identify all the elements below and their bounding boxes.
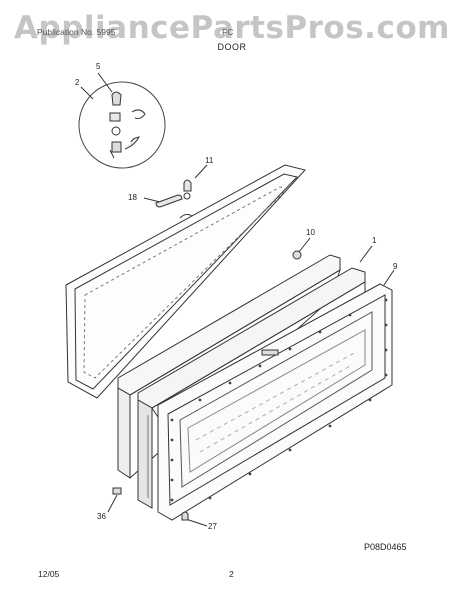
callout-27: 27: [208, 522, 217, 531]
callout-9: 9: [393, 262, 398, 271]
footer-date: 12/05: [38, 569, 60, 579]
publication-number: Publication No. 5995: [37, 27, 116, 37]
hinge-detail-circle: [78, 81, 166, 169]
part-27: [181, 511, 189, 521]
door-outer-panel: [157, 283, 393, 521]
door-frame: [137, 267, 366, 509]
page-title: DOOR: [217, 42, 247, 52]
seal-plug: [292, 250, 302, 260]
callout-1: 1: [372, 236, 377, 245]
callout-18: 18: [128, 193, 137, 202]
callout-10: 10: [306, 228, 315, 237]
model-code: FC: [222, 27, 234, 37]
footer-page-number: 2: [229, 569, 234, 579]
watermark: AppliancePartsPros.com: [14, 10, 450, 46]
callout-2: 2: [75, 78, 80, 87]
door-liner-panel: [65, 164, 306, 399]
callout-5: 5: [96, 62, 101, 71]
part-36: [112, 487, 122, 495]
diagram-reference-code: P08D0465: [364, 542, 407, 552]
callout-11: 11: [205, 156, 214, 165]
callout-36: 36: [97, 512, 106, 521]
